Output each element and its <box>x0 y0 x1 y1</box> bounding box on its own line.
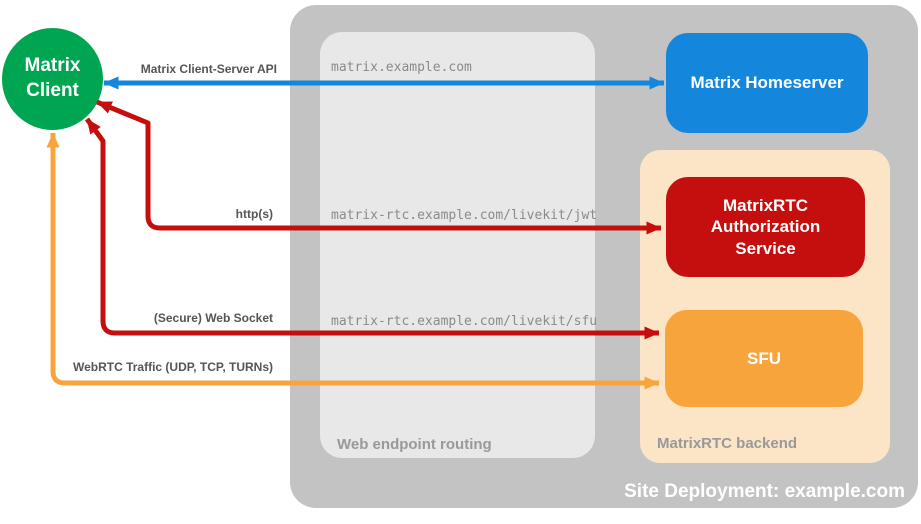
endpoint-matrix-example-com: matrix.example.com <box>331 60 472 75</box>
web-endpoint-routing-box <box>320 32 595 458</box>
endpoint-livekit-jwt: matrix-rtc.example.com/livekit/jwt <box>331 208 598 223</box>
label-https: http(s) <box>235 207 273 221</box>
web-endpoint-routing-caption: Web endpoint routing <box>337 436 492 453</box>
endpoint-livekit-sfu: matrix-rtc.example.com/livekit/sfu <box>331 314 598 329</box>
site-deployment-title: Site Deployment: example.com <box>624 481 905 502</box>
label-secure-web-socket: (Secure) Web Socket <box>153 311 273 325</box>
node-matrix-client: Matrix Client <box>2 28 103 130</box>
matrixrtc-backend-caption: MatrixRTC backend <box>657 435 798 452</box>
label-webrtc-traffic: WebRTC Traffic (UDP, TCP, TURNs) <box>72 360 273 374</box>
node-matrixrtc-authorization-service: MatrixRTC Authorization Service <box>666 177 865 277</box>
node-sfu: SFU <box>665 310 863 407</box>
node-matrix-homeserver: Matrix Homeserver <box>666 33 868 133</box>
label-matrix-client-server-api: Matrix Client-Server API <box>140 62 277 76</box>
